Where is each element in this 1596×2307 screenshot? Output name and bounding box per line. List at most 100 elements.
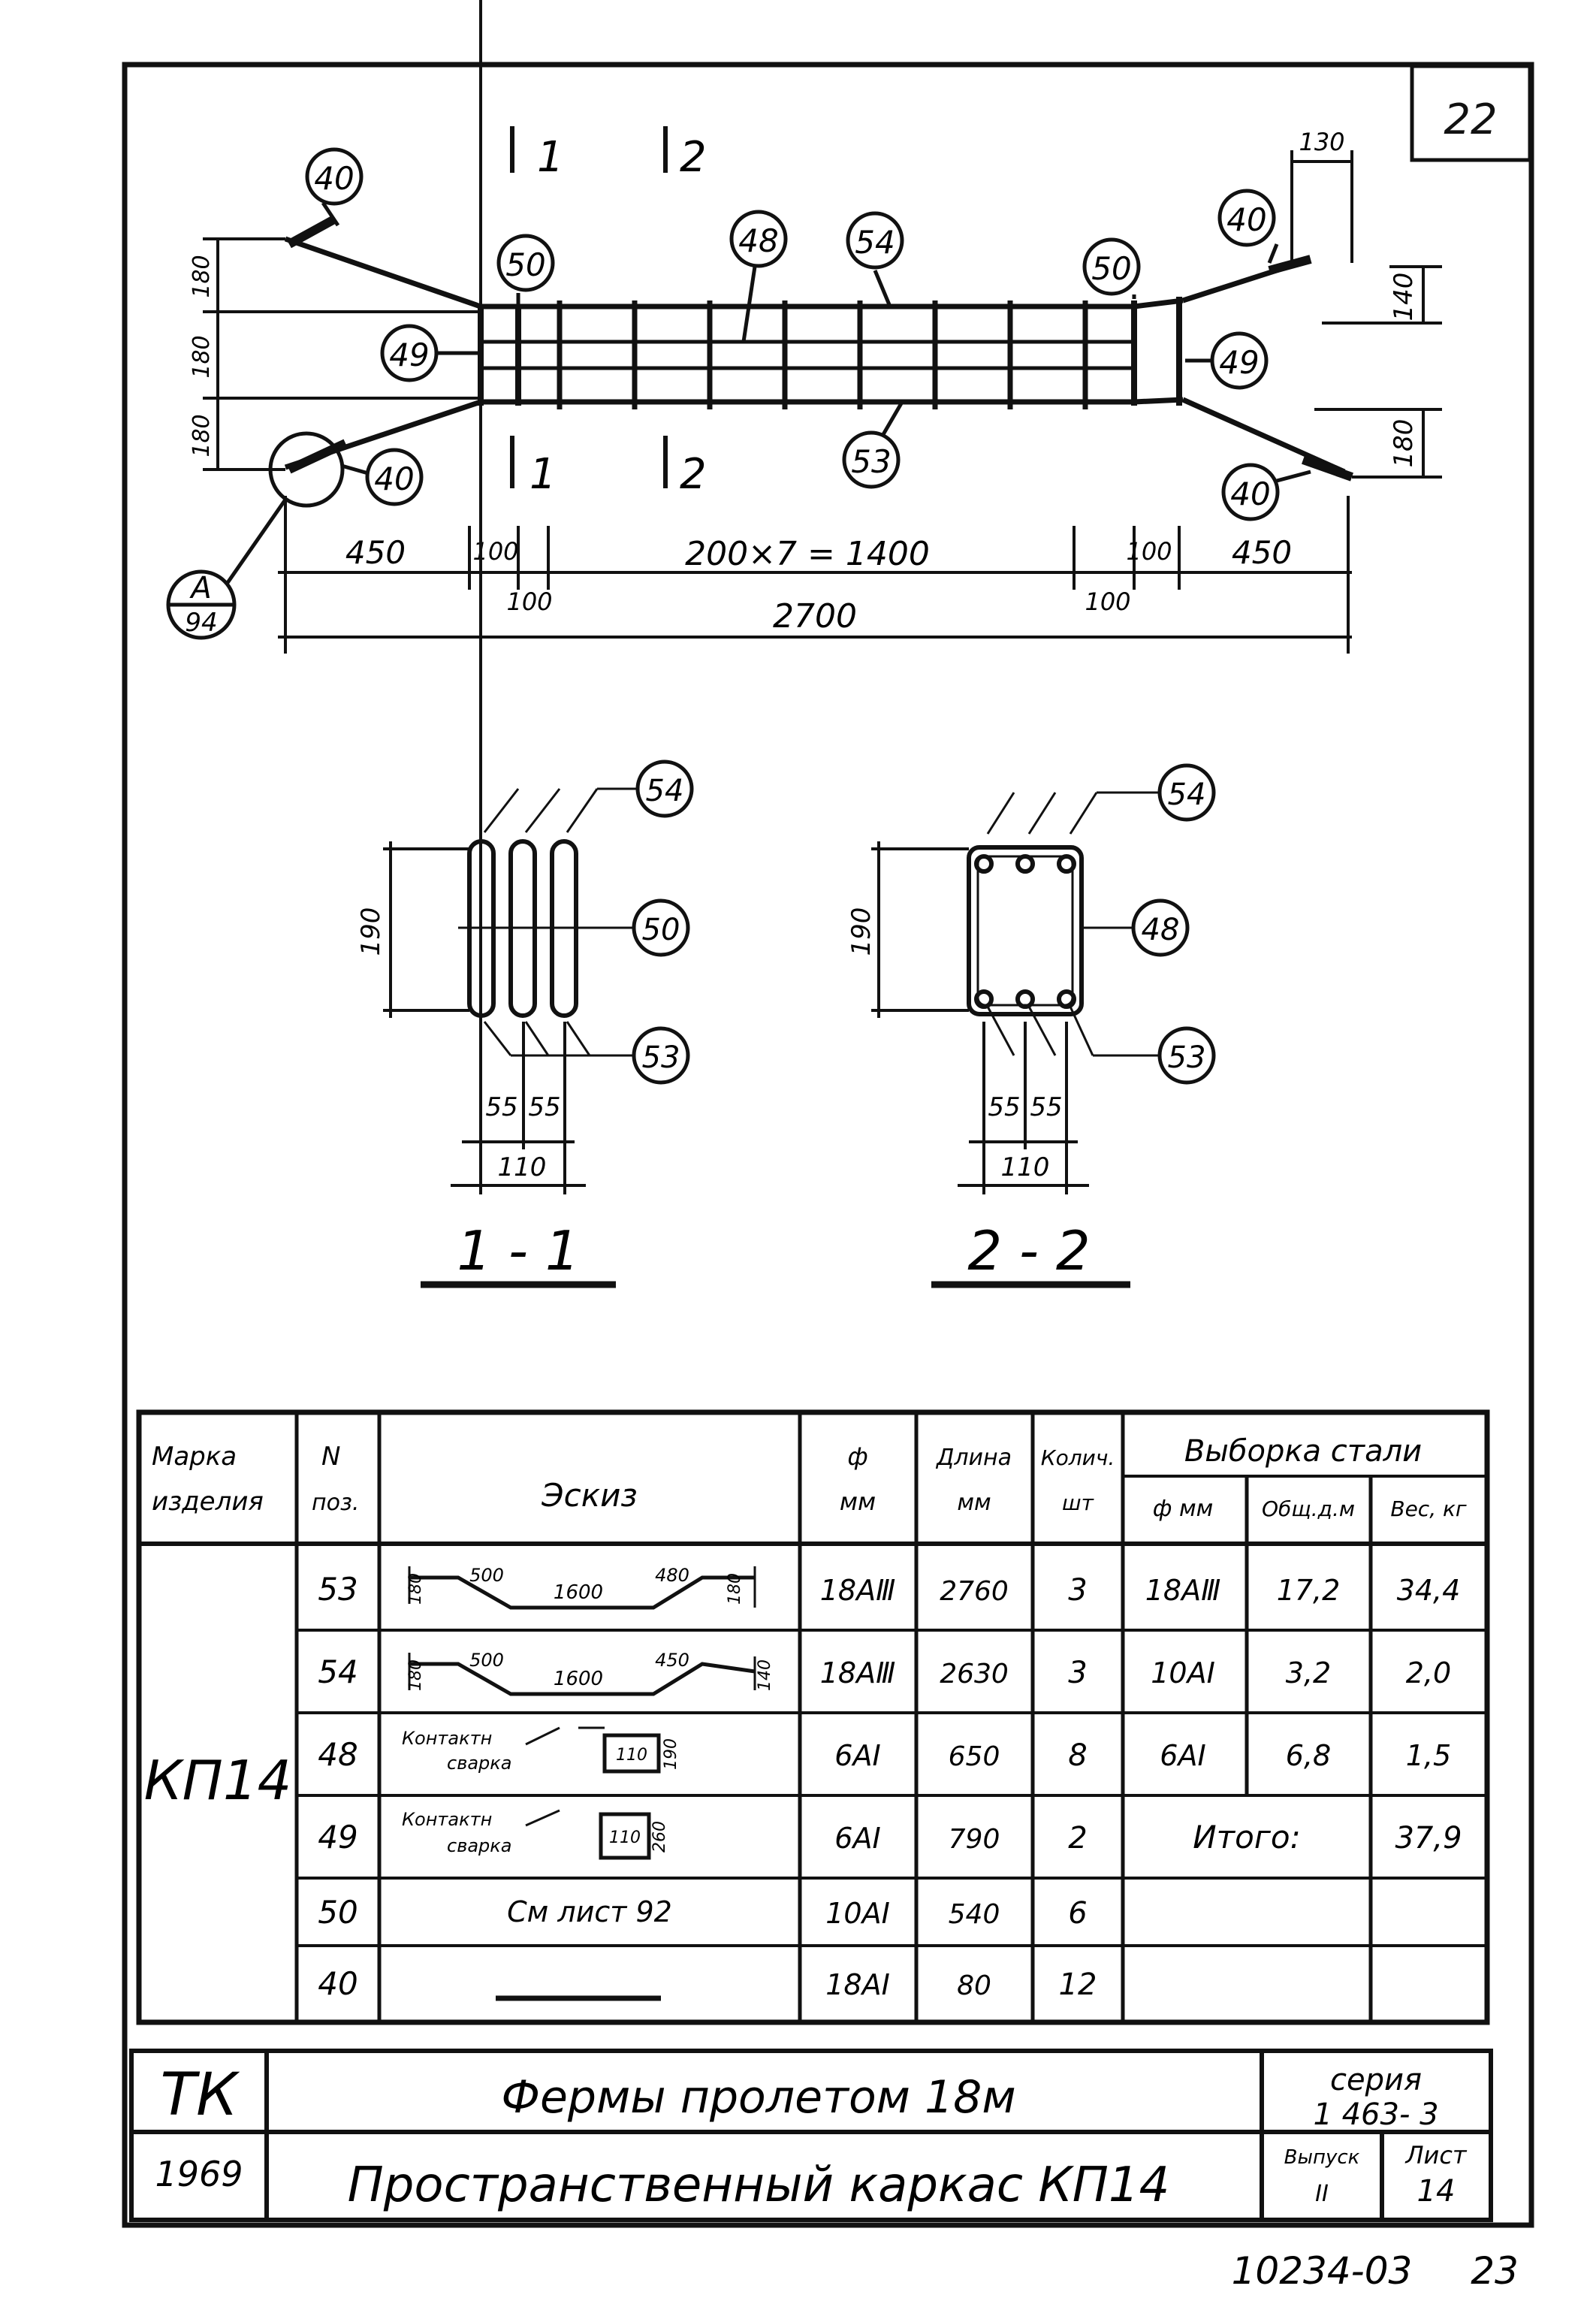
row-48-dia: 6АI	[834, 1739, 880, 1772]
callout-49-right: 49	[1219, 344, 1259, 381]
steel-1-wt: 34,4	[1397, 1574, 1461, 1607]
detail-ref-sheet: 94	[185, 608, 217, 638]
row-48-length: 650	[949, 1741, 1000, 1772]
steel-3-len: 6,8	[1286, 1739, 1331, 1772]
dim-100-c: 100	[1126, 537, 1172, 566]
hdr-steel: Выборка стали	[1184, 1434, 1422, 1469]
tb-org: ТК	[160, 2061, 240, 2129]
section-1-callout-53: 53	[642, 1040, 680, 1075]
section-2-mark-bottom: 2	[680, 450, 707, 499]
steel-2-dia: 10АI	[1151, 1656, 1215, 1689]
steel-2-len: 3,2	[1286, 1656, 1331, 1689]
tb-title-1: Фермы пролетом 18м	[501, 2071, 1015, 2124]
row-54-qty: 3	[1068, 1656, 1087, 1690]
callout-50-left: 50	[505, 246, 545, 283]
callout-40-bl: 40	[374, 460, 414, 497]
steel-3-dia: 6АI	[1160, 1739, 1205, 1772]
hdr-dia-2: мм	[840, 1487, 876, 1516]
row-50-qty: 6	[1068, 1896, 1087, 1931]
sketch-shapes	[408, 1566, 756, 2001]
row-49-pos: 49	[318, 1819, 358, 1856]
sketch-48-note2: сварка	[447, 1753, 511, 1774]
hdr-pos-1: N	[321, 1442, 340, 1472]
section-1-mark-bottom: 1	[529, 450, 557, 499]
detail-ref-letter: A	[189, 571, 211, 605]
section-cut-markers	[510, 126, 668, 488]
tb-year: 1969	[155, 2154, 243, 2194]
hdr-length-1: Длина	[935, 1445, 1012, 1471]
sketch-48-note1: Контактн	[402, 1728, 492, 1749]
dim-middle: 200×7 = 1400	[685, 535, 930, 573]
footer-page: 23	[1471, 2249, 1519, 2293]
footer-code: 10234-03	[1232, 2249, 1413, 2293]
row-49-dia: 6АI	[834, 1822, 880, 1855]
section-2-title: 2 - 2	[967, 1219, 1090, 1282]
steel-total-label: Итого:	[1193, 1819, 1301, 1856]
row-40-pos: 40	[318, 1965, 358, 2002]
row-49-qty: 2	[1068, 1821, 1087, 1856]
elevation-dimension-lines	[203, 150, 1442, 654]
section-1-callout-50: 50	[642, 913, 680, 947]
title-block-grid	[129, 2049, 1493, 2222]
dim-left-end: 450	[345, 534, 406, 571]
dim-100-d: 100	[1085, 587, 1130, 616]
dim-180-b: 180	[189, 335, 215, 378]
section-1-d55b: 55	[528, 1092, 560, 1122]
dim-180-c: 180	[189, 414, 215, 457]
row-48-pos: 48	[318, 1736, 358, 1773]
callout-40-tr: 40	[1226, 201, 1266, 238]
hdr-mark-2: изделия	[152, 1487, 264, 1517]
dim-130: 130	[1299, 128, 1344, 156]
sketch-54-b: 1600	[554, 1668, 603, 1690]
sketch-48-h: 190	[662, 1738, 680, 1770]
hdr-steel-len: Общ.д.м	[1262, 1496, 1355, 1521]
hdr-sketch: Эскиз	[541, 1477, 637, 1514]
hdr-mark-1: Марка	[152, 1442, 237, 1472]
sketch-53-h1: 180	[406, 1573, 425, 1605]
sketch-53-b: 1600	[554, 1581, 603, 1604]
dim-right-end: 450	[1232, 534, 1292, 571]
tb-sheet-label: Лист	[1404, 2141, 1467, 2170]
section-2-callout-48: 48	[1142, 913, 1180, 947]
hdr-qty-1: Колич.	[1041, 1445, 1115, 1470]
row-54-length: 2630	[940, 1659, 1009, 1689]
hdr-dia-1: ф	[847, 1442, 867, 1471]
section-2-width: 110	[1001, 1152, 1050, 1182]
row-50-pos: 50	[318, 1894, 358, 1931]
sketch-49-note2: сварка	[447, 1835, 511, 1856]
dim-total: 2700	[773, 597, 857, 636]
row-50-length: 540	[949, 1899, 1000, 1930]
row-53-length: 2760	[940, 1576, 1009, 1607]
sketch-54-a: 500	[469, 1650, 504, 1671]
sketch-53-a: 500	[469, 1565, 504, 1586]
callout-53: 53	[851, 443, 891, 480]
section-2-callout-54: 54	[1168, 778, 1206, 812]
section-2-2-drawing	[871, 763, 1216, 1288]
spec-table-grid	[136, 1409, 1490, 2025]
section-1-callout-54: 54	[646, 774, 684, 808]
sheet-frame	[122, 62, 1534, 2228]
dim-180-a: 180	[189, 255, 215, 297]
sketch-49-w: 110	[609, 1828, 641, 1847]
steel-1-len: 17,2	[1277, 1574, 1341, 1607]
row-48-qty: 8	[1068, 1738, 1087, 1773]
dim-100-b: 100	[506, 587, 552, 616]
hdr-steel-dia: ф мм	[1153, 1496, 1213, 1522]
frame-elevation	[284, 215, 1354, 482]
tb-issue-label: Выпуск	[1284, 2146, 1360, 2169]
section-1-height: 190	[356, 907, 386, 956]
mark-value: КП14	[144, 1749, 292, 1812]
callout-40-tl: 40	[314, 160, 354, 197]
sketch-54-h2: 140	[756, 1659, 774, 1691]
row-40-length: 80	[957, 1970, 991, 2001]
callout-40-br: 40	[1230, 476, 1270, 512]
steel-2-wt: 2,0	[1406, 1656, 1451, 1689]
hdr-steel-wt: Вес, кг	[1390, 1496, 1467, 1521]
section-1-title: 1 - 1	[457, 1219, 579, 1282]
sketch-53-h2: 180	[726, 1573, 744, 1605]
section-1-mark-top: 1	[537, 133, 564, 182]
section-1-width: 110	[498, 1152, 547, 1182]
callout-50-right: 50	[1091, 250, 1131, 287]
row-40-qty: 12	[1059, 1967, 1097, 2002]
dim-180-right: 180	[1389, 419, 1419, 468]
